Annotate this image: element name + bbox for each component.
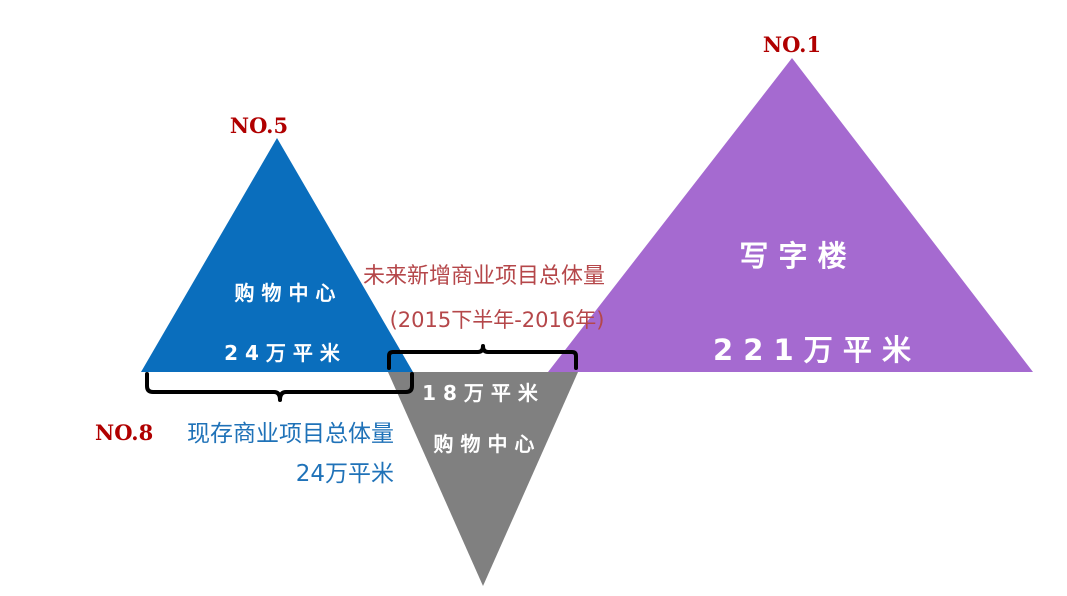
existing-volume-rank: NO.8 xyxy=(95,420,153,445)
new-shopping-center-triangle xyxy=(388,372,578,586)
existing-volume-value: 24万平米 xyxy=(296,461,394,487)
future-volume-bracket xyxy=(387,344,578,370)
rank-label-office: NO.1 xyxy=(763,32,821,57)
shopping-volume-label: 2 4 万 平 米 xyxy=(224,341,341,365)
new-shopping-category-label: 购 物 中 心 xyxy=(434,432,535,456)
existing-volume-bracket xyxy=(145,372,414,402)
shopping-category-label: 购 物 中 心 xyxy=(235,281,336,305)
rank-label-shopping: NO.5 xyxy=(230,113,288,138)
office-volume-label: 2 2 1 万 平 米 xyxy=(713,333,911,367)
office-triangle xyxy=(548,58,1033,372)
office-category-label: 写 字 楼 xyxy=(739,239,846,273)
future-volume-period: (2015下半年-2016年) xyxy=(390,308,605,332)
new-shopping-volume-label: 1 8 万 平 米 xyxy=(422,381,539,405)
future-volume-title: 未来新增商业项目总体量 xyxy=(363,264,605,289)
shopping-center-triangle xyxy=(141,138,413,372)
existing-volume-title: 现存商业项目总体量 xyxy=(187,421,394,447)
